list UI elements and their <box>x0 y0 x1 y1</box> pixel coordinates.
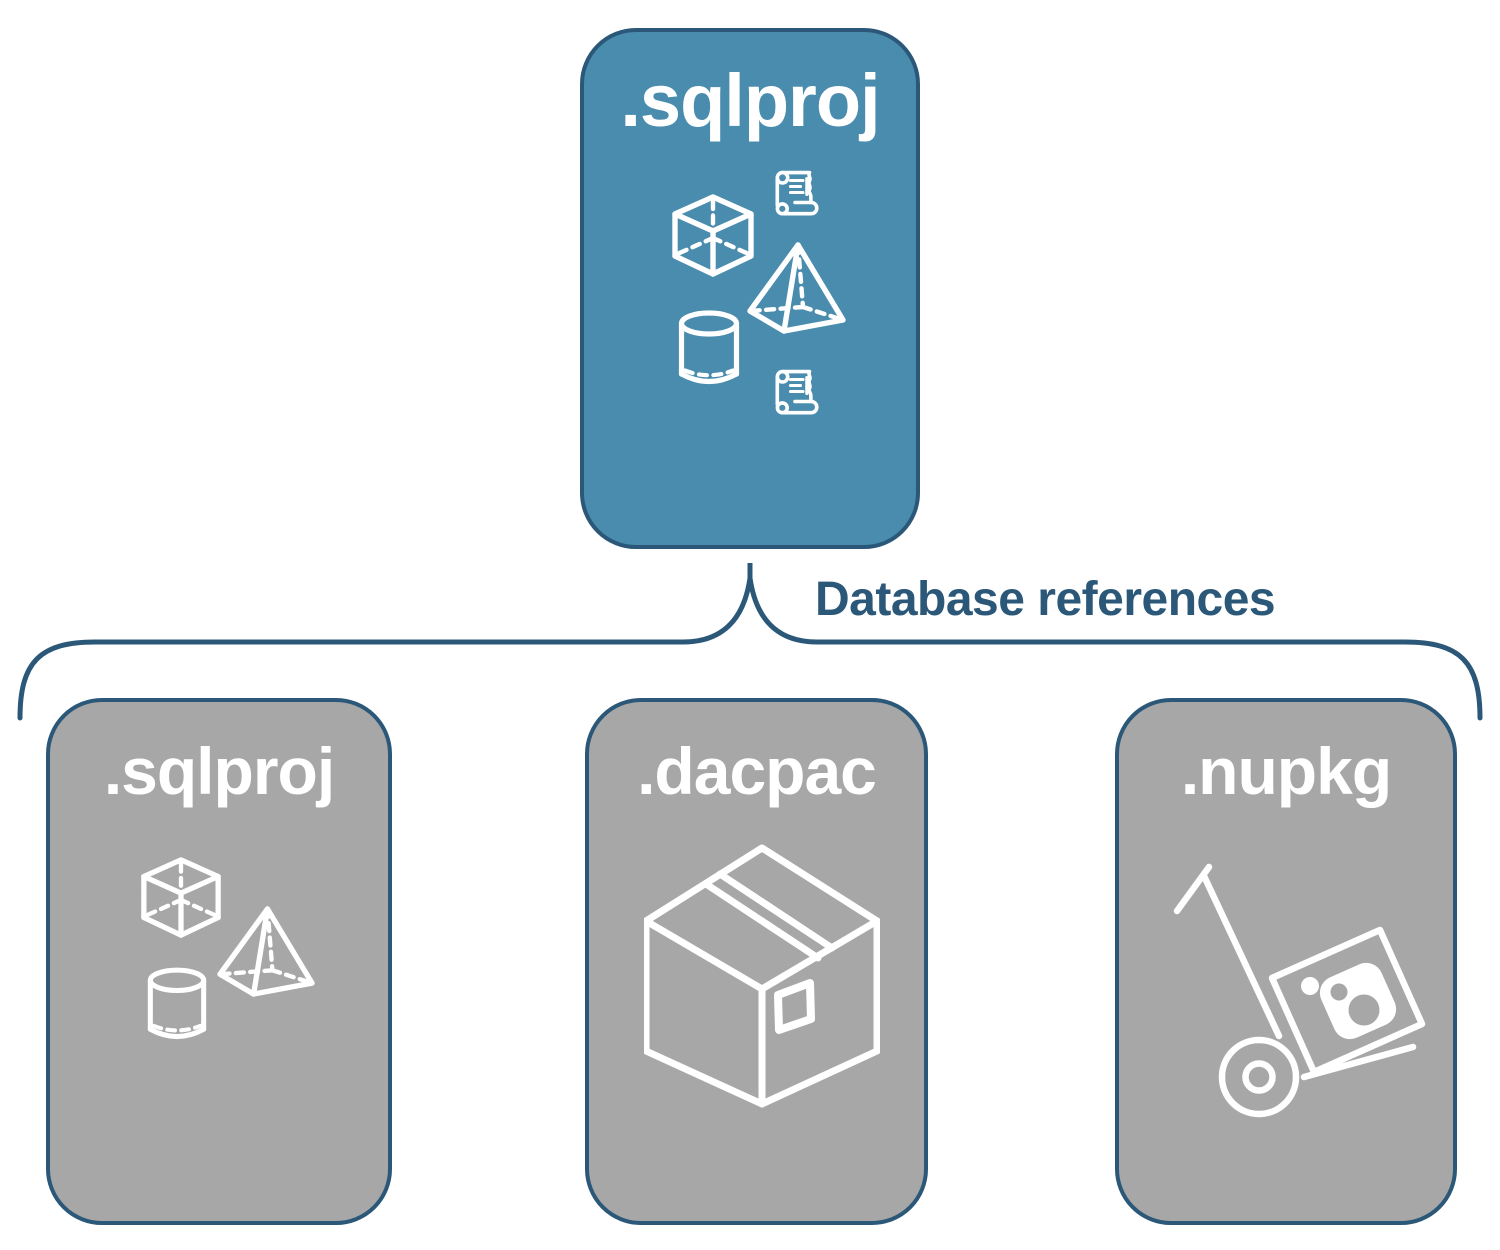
nuget-logo <box>1301 962 1397 1040</box>
package-box-icon <box>644 844 880 1108</box>
child-node-sqlproj: .sqlproj <box>46 698 392 1225</box>
cylinder-icon <box>676 310 742 390</box>
child-node-label: .nupkg <box>1180 734 1392 808</box>
handtruck-icon <box>1167 849 1429 1121</box>
pyramid-icon <box>746 239 846 335</box>
cube-icon <box>668 192 758 280</box>
cube-icon <box>137 855 225 941</box>
child-node-nupkg: .nupkg <box>1115 698 1457 1225</box>
cylinder-icon <box>145 967 209 1045</box>
scroll-icon <box>770 166 827 219</box>
pyramid-icon <box>216 903 315 998</box>
connector-label: Database references <box>815 573 1276 626</box>
scroll-icon <box>770 365 827 418</box>
child-node-label: .dacpac <box>637 734 877 808</box>
child-node-label: .sqlproj <box>103 734 335 808</box>
root-node-sqlproj: .sqlproj <box>580 28 920 549</box>
root-node-label: .sqlproj <box>620 59 880 142</box>
child-node-dacpac: .dacpac <box>585 698 928 1225</box>
